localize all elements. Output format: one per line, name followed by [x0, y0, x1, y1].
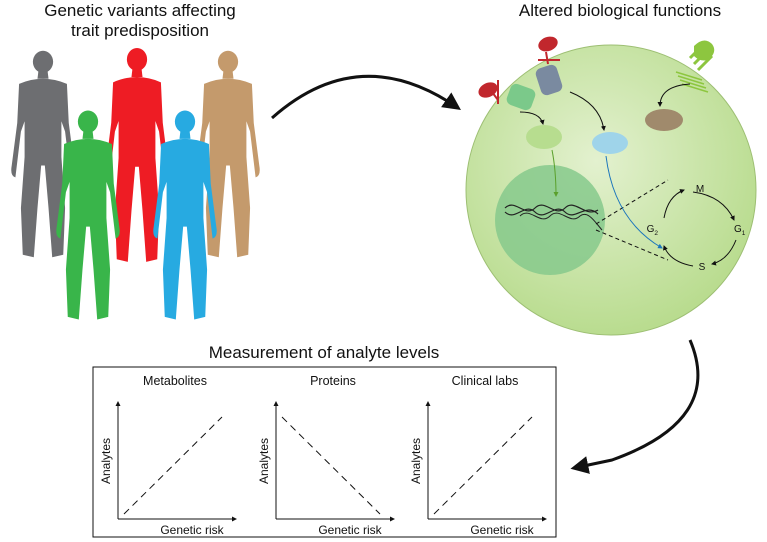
arrow-green-to-nucleus — [551, 149, 559, 197]
phase-g1-label: G1 — [734, 224, 746, 237]
molecule-blue — [592, 132, 628, 154]
people-group — [11, 48, 260, 320]
receptor-top — [535, 36, 563, 96]
phase-s-label: S — [699, 262, 706, 273]
arrow-people-to-cell — [271, 74, 461, 120]
arrow-receptor-to-brown — [657, 83, 691, 107]
chart-ylabel-1: Analytes — [257, 438, 271, 484]
chart-ylabel-0: Analytes — [99, 438, 113, 484]
measurement-box — [92, 366, 557, 538]
dashed-line-upper — [595, 179, 669, 225]
chart-trend-line-1 — [281, 416, 381, 515]
dashed-line-lower — [595, 229, 669, 261]
chart-trend-line-2 — [433, 416, 533, 515]
molecule-brown — [645, 109, 683, 131]
cell-diagram: M G1 S G2 — [465, 36, 757, 336]
dna-strand-c — [519, 212, 603, 231]
heading-measurement: Measurement of analyte levels — [209, 343, 440, 362]
heading-variants-line1: Genetic variants affecting — [44, 1, 236, 20]
cell-cycle: M G1 S G2 — [647, 184, 746, 273]
phase-m-label: M — [696, 184, 704, 195]
arrow-cell-to-charts — [570, 339, 700, 474]
phase-g2-label: G2 — [647, 224, 659, 237]
dna-strand-a — [504, 204, 599, 213]
receptor-left — [478, 80, 536, 111]
chart-title-2: Clinical labs — [452, 374, 519, 388]
chart-xlabel-0: Genetic risk — [160, 523, 224, 537]
chart-xlabel-2: Genetic risk — [470, 523, 534, 537]
arrow-receptor-to-blue — [569, 91, 606, 131]
arrow-blue-to-cell-cycle — [605, 155, 663, 249]
molecule-green — [526, 125, 562, 149]
chart-title-1: Proteins — [310, 374, 356, 388]
chart-xlabel-1: Genetic risk — [318, 523, 382, 537]
receptor-right — [675, 40, 715, 93]
dna-strand-b — [504, 208, 599, 216]
heading-variants-line2: trait predisposition — [71, 21, 209, 40]
chart-title-0: Metabolites — [143, 374, 207, 388]
nucleus — [495, 165, 605, 275]
arrow-receptor-to-green — [519, 111, 545, 125]
heading-functions: Altered biological functions — [519, 1, 721, 20]
chart-trend-line-0 — [123, 416, 223, 515]
chart-ylabel-2: Analytes — [409, 438, 423, 484]
